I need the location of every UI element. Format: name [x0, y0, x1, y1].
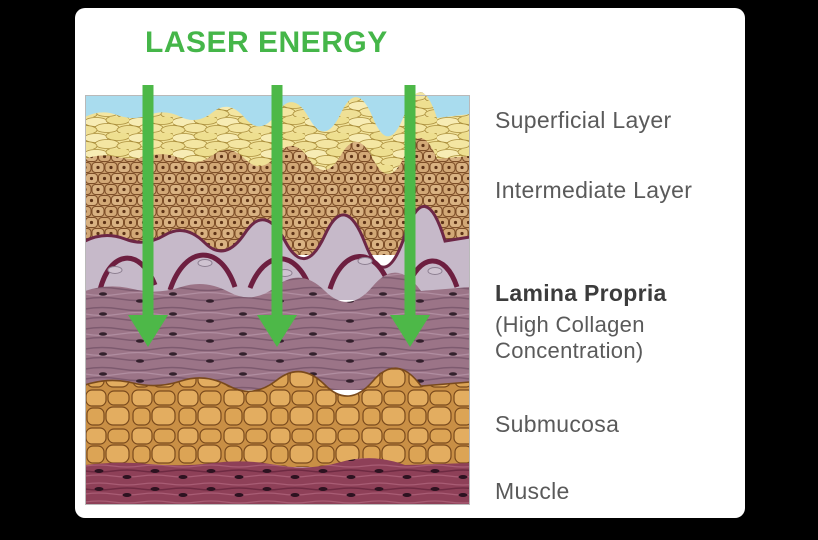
laser-arrow-right	[390, 85, 430, 347]
title-laser-energy: LASER ENERGY	[145, 26, 388, 59]
label-lamina-propria: Lamina Propria	[495, 280, 667, 306]
label-lamina-propria-sub-line2: Concentration)	[495, 338, 644, 363]
layer-muscle-graphic	[85, 458, 470, 505]
tissue-cross-section-illustration	[85, 85, 470, 505]
laser-arrow-middle	[257, 85, 297, 347]
label-lamina-propria-sub-line1: (High Collagen	[495, 312, 645, 337]
label-superficial-layer: Superficial Layer	[495, 107, 672, 133]
laser-arrow-left	[128, 85, 168, 347]
laser-arrows	[128, 85, 430, 347]
content-card: LASER ENERGY	[75, 8, 745, 518]
label-submucosa: Submucosa	[495, 411, 620, 437]
layer-submucosa-graphic	[85, 367, 470, 467]
label-intermediate-layer: Intermediate Layer	[495, 177, 693, 203]
label-muscle: Muscle	[495, 478, 570, 504]
